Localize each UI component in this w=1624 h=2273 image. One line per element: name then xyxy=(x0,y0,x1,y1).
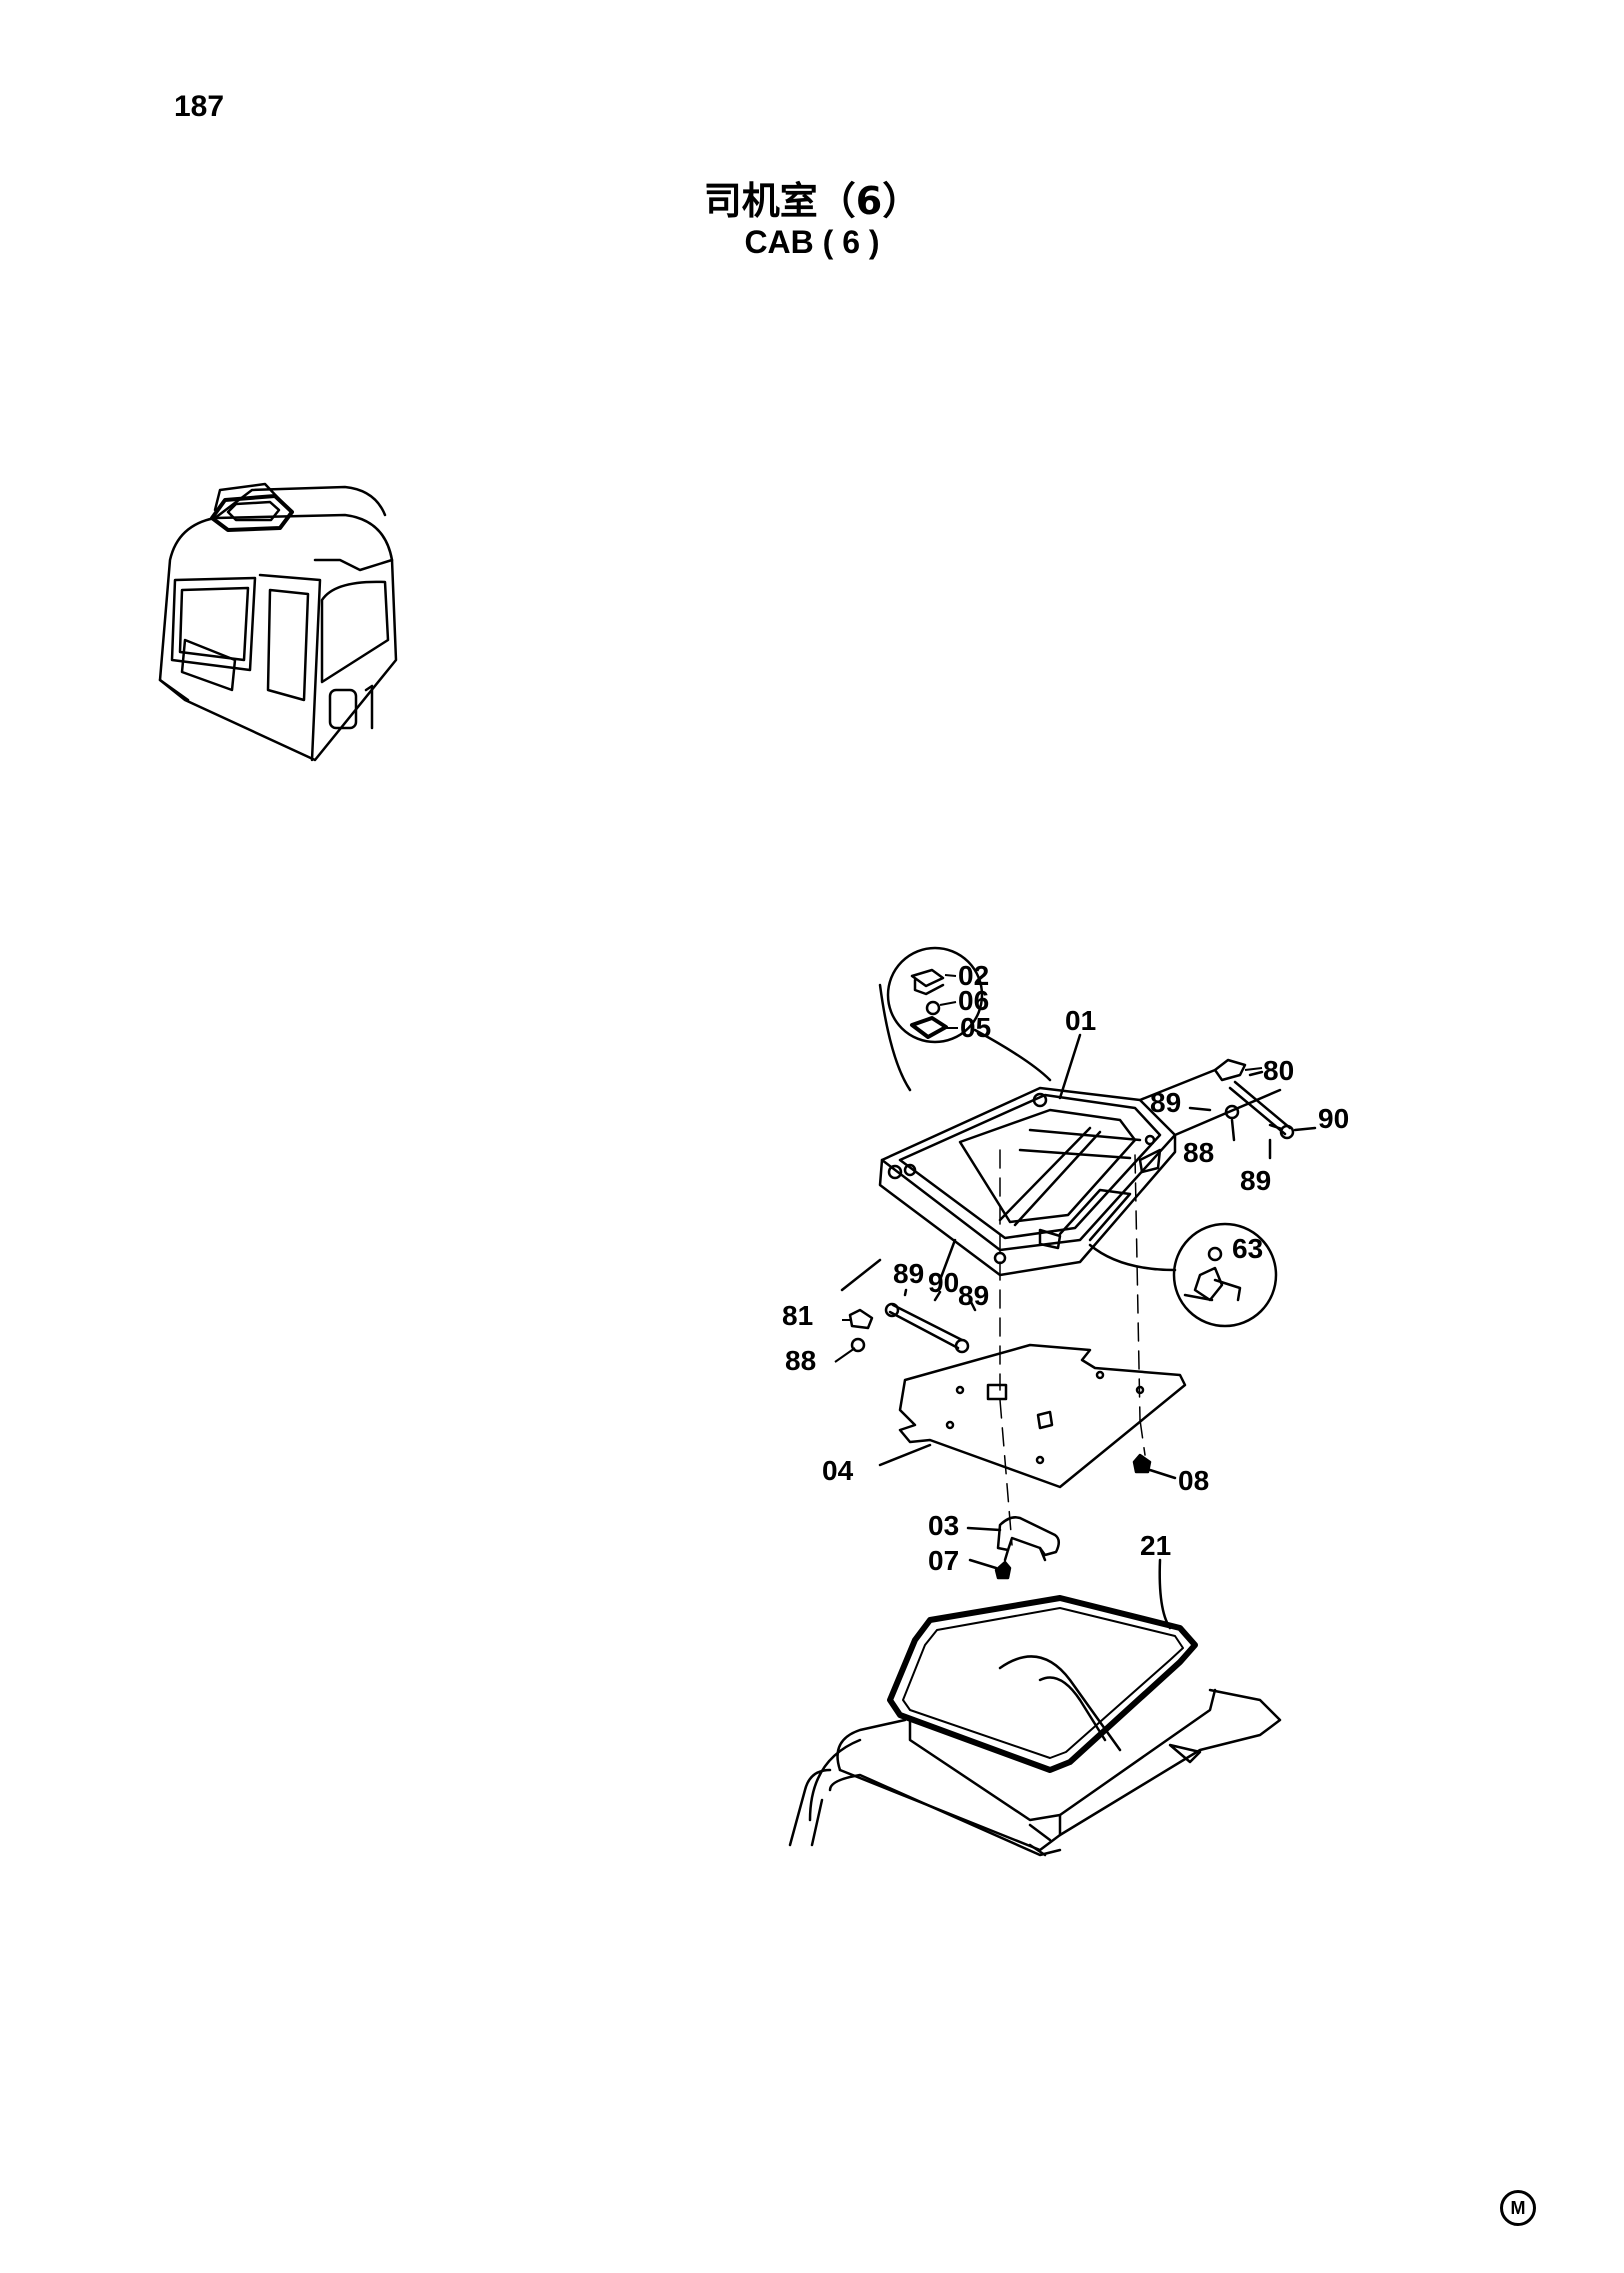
callout-89: 89 xyxy=(893,1258,924,1289)
callout-21: 21 xyxy=(1140,1530,1171,1561)
callout-90: 90 xyxy=(1318,1103,1349,1134)
callout-90: 90 xyxy=(928,1267,959,1298)
cab-roof-outline xyxy=(788,1655,1282,1857)
page-title-chinese: 司机室（6） xyxy=(703,179,921,223)
seal-21 xyxy=(887,1595,1198,1773)
callout-01: 01 xyxy=(1065,1005,1096,1036)
callout-leaders xyxy=(834,974,1263,1363)
leader-04 xyxy=(878,1443,932,1467)
callout-81: 81 xyxy=(782,1300,813,1331)
callout-07: 07 xyxy=(928,1545,959,1576)
callout-80: 80 xyxy=(1263,1055,1294,1086)
grab-handle-03 xyxy=(996,1516,1060,1562)
callout-89: 89 xyxy=(1240,1165,1271,1196)
cab-overview-inset xyxy=(158,482,398,762)
trim-panel-04 xyxy=(898,1343,1187,1489)
callout-89: 89 xyxy=(1150,1087,1181,1118)
callout-05: 05 xyxy=(960,1012,991,1043)
roof-panel-01 xyxy=(878,1086,1177,1277)
callout-labels: 02 06 05 01 80 89 90 88 89 63 89 90 89 8… xyxy=(782,960,1349,1576)
leader-21 xyxy=(1158,1558,1172,1630)
callout-63: 63 xyxy=(1232,1233,1263,1264)
callout-88: 88 xyxy=(785,1345,816,1376)
callout-04: 04 xyxy=(822,1455,854,1486)
callout-02: 02 xyxy=(958,960,989,991)
maker-mark-icon: M xyxy=(1500,2190,1536,2226)
callout-89: 89 xyxy=(958,1280,989,1311)
stay-assembly-left xyxy=(840,1238,977,1354)
detail-circle-bracket xyxy=(1088,1222,1278,1328)
callout-88: 88 xyxy=(1183,1137,1214,1168)
callout-06: 06 xyxy=(958,985,989,1016)
callout-08: 08 xyxy=(1178,1465,1209,1496)
callout-03: 03 xyxy=(928,1510,959,1541)
leader-03 xyxy=(966,1526,1002,1532)
page-title-english: CAB ( 6 ) xyxy=(744,224,880,260)
stay-assembly-right xyxy=(1138,1058,1317,1160)
page-number: 187 xyxy=(174,90,225,123)
detail-circle-clips xyxy=(878,946,1052,1092)
